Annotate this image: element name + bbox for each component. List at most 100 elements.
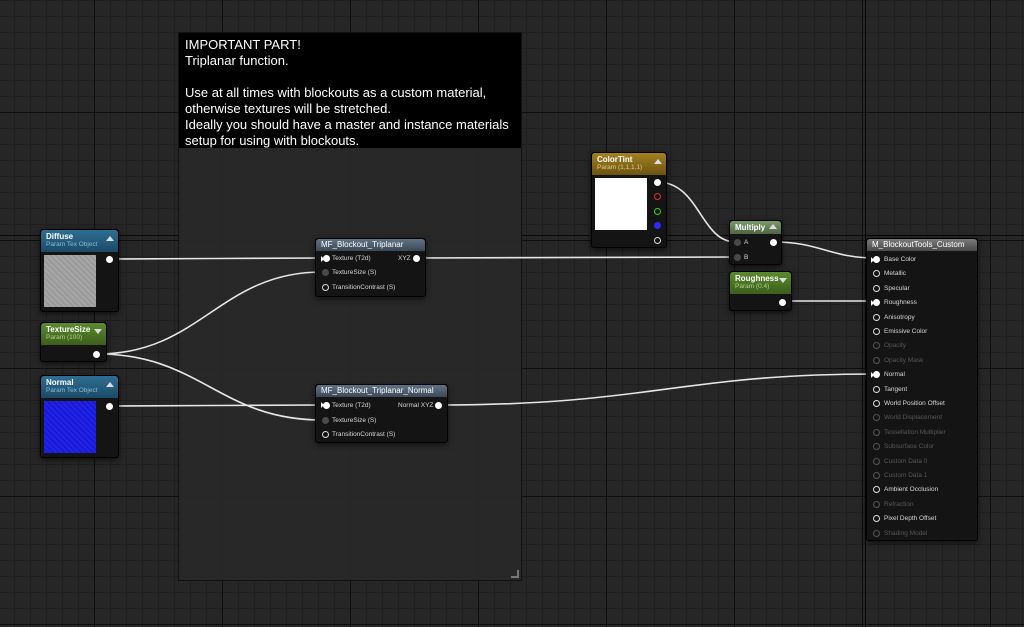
pin-label: Shading Model (884, 529, 928, 537)
input-pin[interactable] (322, 284, 329, 291)
input-pin[interactable] (873, 284, 880, 292)
output-pin-rgb[interactable] (654, 179, 661, 186)
exec-arrow-icon (871, 371, 874, 378)
wire-diffuse-to-triplanar (109, 257, 323, 260)
collapse-arrow-icon[interactable] (106, 382, 114, 387)
node-title: TextureSize (46, 325, 91, 334)
input-pin[interactable] (873, 414, 880, 422)
input-pin[interactable] (323, 402, 330, 409)
node-header: MF_Blockout_Triplanar_Normal (316, 385, 447, 397)
input-pin[interactable] (873, 313, 880, 321)
node-header: ColorTint Param (1,1,1,1) (592, 153, 666, 175)
node-mf-blockout-triplanar-normal[interactable]: MF_Blockout_Triplanar_Normal Texture (T2… (315, 384, 448, 443)
grid-axis-vertical (865, 0, 866, 627)
input-pin[interactable] (873, 400, 880, 407)
input-pin[interactable] (873, 385, 880, 393)
pin-label: Ambient Occlusion (884, 486, 939, 494)
pin-label: B (744, 254, 749, 261)
output-pin-b[interactable] (654, 222, 661, 229)
node-header: Roughness Param (0.4) (730, 272, 791, 294)
texture-preview (44, 401, 96, 453)
input-pin[interactable] (873, 472, 880, 479)
input-pin[interactable] (873, 428, 880, 436)
exec-arrow-icon (871, 299, 874, 306)
pin-label: Opacity (884, 342, 907, 350)
pin-label: World Position Offset (884, 400, 945, 407)
collapse-arrow-icon[interactable] (654, 159, 662, 164)
expand-arrow-icon[interactable] (779, 278, 787, 283)
input-pin[interactable] (873, 443, 880, 451)
comment-text: IMPORTANT PART! Triplanar function. Use … (185, 37, 509, 148)
output-label: Normal XYZ (398, 402, 434, 409)
input-pin[interactable] (873, 529, 880, 537)
exec-arrow-icon (321, 256, 324, 262)
resize-grip-icon[interactable] (511, 570, 519, 578)
collapse-arrow-icon[interactable] (106, 236, 114, 241)
node-header: MF_Blockout_Triplanar (316, 239, 425, 251)
pin-label: Normal (884, 371, 905, 379)
output-pin[interactable] (779, 299, 786, 306)
input-pin[interactable] (873, 270, 880, 278)
pin-label: Opacity Mask (884, 356, 924, 364)
node-texture-size[interactable]: TextureSize Param (100) (40, 322, 107, 362)
node-header: TextureSize Param (100) (41, 323, 106, 345)
input-pin[interactable] (873, 342, 880, 350)
node-multiply[interactable]: Multiply A B (729, 220, 782, 265)
pin-label: Metallic (884, 270, 907, 278)
node-header: Diffuse Param Tex Object (41, 230, 118, 252)
node-roughness[interactable]: Roughness Param (0.4) (729, 271, 792, 311)
pin-label: Texture (T2d) (332, 255, 371, 262)
node-mf-blockout-triplanar[interactable]: MF_Blockout_Triplanar Texture (T2d) Text… (315, 238, 426, 297)
output-pin[interactable] (770, 239, 777, 246)
input-pin-b[interactable] (734, 254, 741, 261)
node-diffuse[interactable]: Diffuse Param Tex Object (40, 229, 119, 312)
input-pin[interactable] (873, 328, 880, 335)
wire-colortint-to-multiply-a (656, 181, 737, 243)
input-pin[interactable] (873, 371, 880, 379)
input-pin[interactable] (322, 417, 329, 424)
node-subtitle: Param (0.4) (735, 283, 770, 290)
node-subtitle: Param Tex Object (46, 387, 98, 394)
input-pin[interactable] (873, 256, 880, 263)
input-pin[interactable] (873, 515, 880, 523)
wire-multiply-to-basecolor (773, 241, 877, 259)
expand-arrow-icon[interactable] (94, 329, 102, 334)
output-pin[interactable] (106, 403, 113, 410)
input-pin[interactable] (873, 457, 880, 465)
output-label: XYZ (398, 255, 411, 262)
node-header: Normal Param Tex Object (41, 376, 118, 398)
color-preview (595, 178, 647, 230)
node-title: Diffuse (46, 232, 74, 241)
output-pin[interactable] (93, 351, 100, 358)
comment-box[interactable]: IMPORTANT PART! Triplanar function. Use … (178, 32, 522, 581)
node-color-tint[interactable]: ColorTint Param (1,1,1,1) (591, 152, 667, 248)
output-pin[interactable] (413, 255, 420, 262)
pin-label: Refraction (884, 500, 914, 508)
output-pin[interactable] (435, 402, 442, 409)
pin-label: Texture (T2d) (332, 402, 371, 409)
wire-triplanar-to-multiply-b (417, 256, 737, 259)
input-pin[interactable] (322, 431, 329, 438)
collapse-arrow-icon[interactable] (769, 224, 777, 229)
input-pin[interactable] (322, 269, 329, 276)
output-pin-g[interactable] (654, 208, 661, 215)
input-pin[interactable] (873, 299, 880, 307)
output-pin[interactable] (106, 256, 113, 263)
input-pin[interactable] (873, 356, 880, 364)
texture-preview (44, 255, 96, 307)
input-pin[interactable] (323, 255, 330, 262)
input-pin-a[interactable] (734, 239, 741, 246)
node-subtitle: Param Tex Object (46, 241, 98, 248)
node-title: MF_Blockout_Triplanar (321, 240, 404, 249)
node-title: Roughness (735, 274, 779, 283)
input-pin[interactable] (873, 500, 880, 508)
pin-label: Tangent (884, 385, 908, 393)
output-pin-a[interactable] (654, 237, 661, 244)
input-pin[interactable] (873, 486, 880, 494)
node-header: Multiply (730, 221, 781, 234)
output-pin-r[interactable] (654, 193, 661, 200)
pin-label: Specular (884, 284, 910, 292)
node-normal[interactable]: Normal Param Tex Object (40, 375, 119, 458)
pin-label: A (744, 239, 749, 246)
